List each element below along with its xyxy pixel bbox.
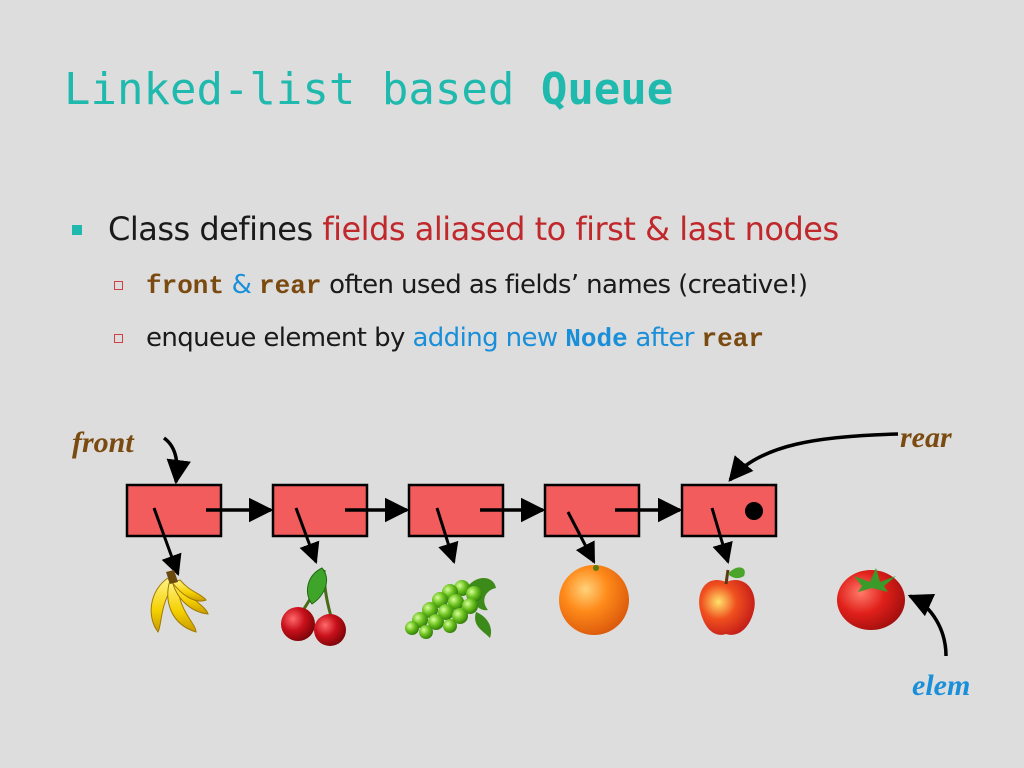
banana-icon [150, 570, 209, 633]
bullet-main: Class defines fields aliased to first & … [108, 210, 839, 248]
title-prefix: Linked-list based [64, 64, 541, 115]
slide-title: Linked-list based Queue [64, 64, 673, 115]
cherry-icon [281, 567, 346, 646]
code-front: front [146, 271, 225, 301]
bullet-main-highlight: fields aliased to first & last nodes [322, 210, 839, 248]
front-pointer-arrow [162, 436, 191, 485]
title-emphasis: Queue [540, 64, 674, 115]
null-pointer-dot [745, 502, 763, 520]
sub1-rest: often used as fields’ names (creative!) [321, 270, 808, 300]
rear-pointer-arrow [728, 432, 899, 482]
item-arrow [566, 511, 596, 564]
item-arrow [152, 507, 182, 576]
tomato-icon [837, 568, 905, 630]
sub-bullet-marker [114, 334, 123, 343]
code-rear-2: rear [701, 324, 764, 354]
grapes-icon [405, 577, 496, 639]
amp-text: & [224, 270, 260, 300]
orange-icon [559, 565, 629, 635]
sub2-plain: enqueue element by [146, 323, 413, 353]
sub2-highlight: adding new [412, 323, 566, 353]
bullet-marker [72, 225, 82, 235]
code-rear: rear [259, 271, 322, 301]
rear-label: rear [900, 421, 952, 454]
sub-bullet-marker [114, 281, 123, 290]
sub-bullet-1: front & rear often used as fields’ names… [146, 270, 808, 301]
node-5 [680, 483, 778, 538]
sub2-after: after [627, 323, 702, 353]
apple-icon [699, 567, 755, 635]
node-1 [125, 483, 223, 538]
item-arrow [435, 507, 459, 565]
elem-label: elem [912, 669, 970, 702]
item-arrow [294, 507, 320, 564]
elem-pointer-arrow [907, 593, 948, 657]
bullet-main-text: Class defines [108, 210, 323, 248]
front-label: front [72, 426, 135, 459]
item-arrow [710, 507, 733, 565]
code-node: Node [565, 324, 628, 354]
sub-bullet-2: enqueue element by adding new Node after… [146, 323, 764, 354]
